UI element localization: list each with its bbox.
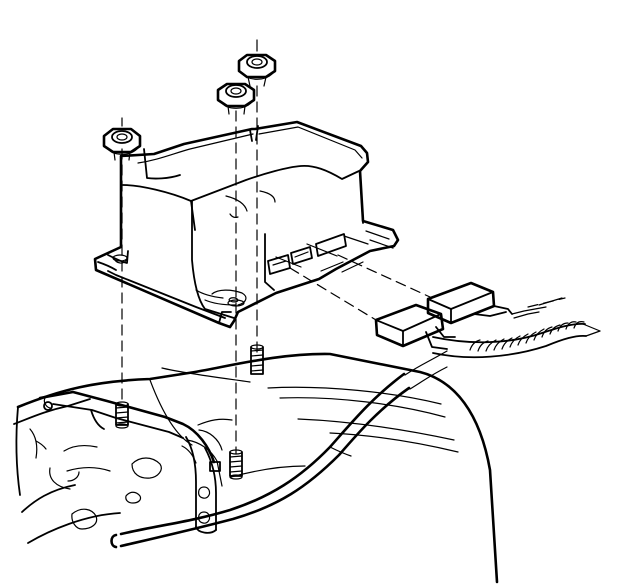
stud-center (229, 449, 243, 480)
stud-left (115, 401, 129, 429)
nut-rear (237, 39, 277, 87)
connector-lower (374, 303, 456, 350)
module-mount-bosses (112, 254, 245, 307)
wiring-harness (110, 350, 448, 549)
harness-conduit (432, 321, 601, 359)
alignment-lines (121, 85, 566, 455)
stud-rear (250, 344, 264, 375)
module-connector-sockets (267, 233, 347, 275)
electronic-control-module (93, 120, 400, 329)
mounting-bracket (38, 390, 221, 534)
nut-center (216, 82, 256, 115)
vehicle-floor-panel (13, 352, 499, 584)
nut-left (102, 117, 142, 161)
connector-upper (426, 281, 563, 325)
